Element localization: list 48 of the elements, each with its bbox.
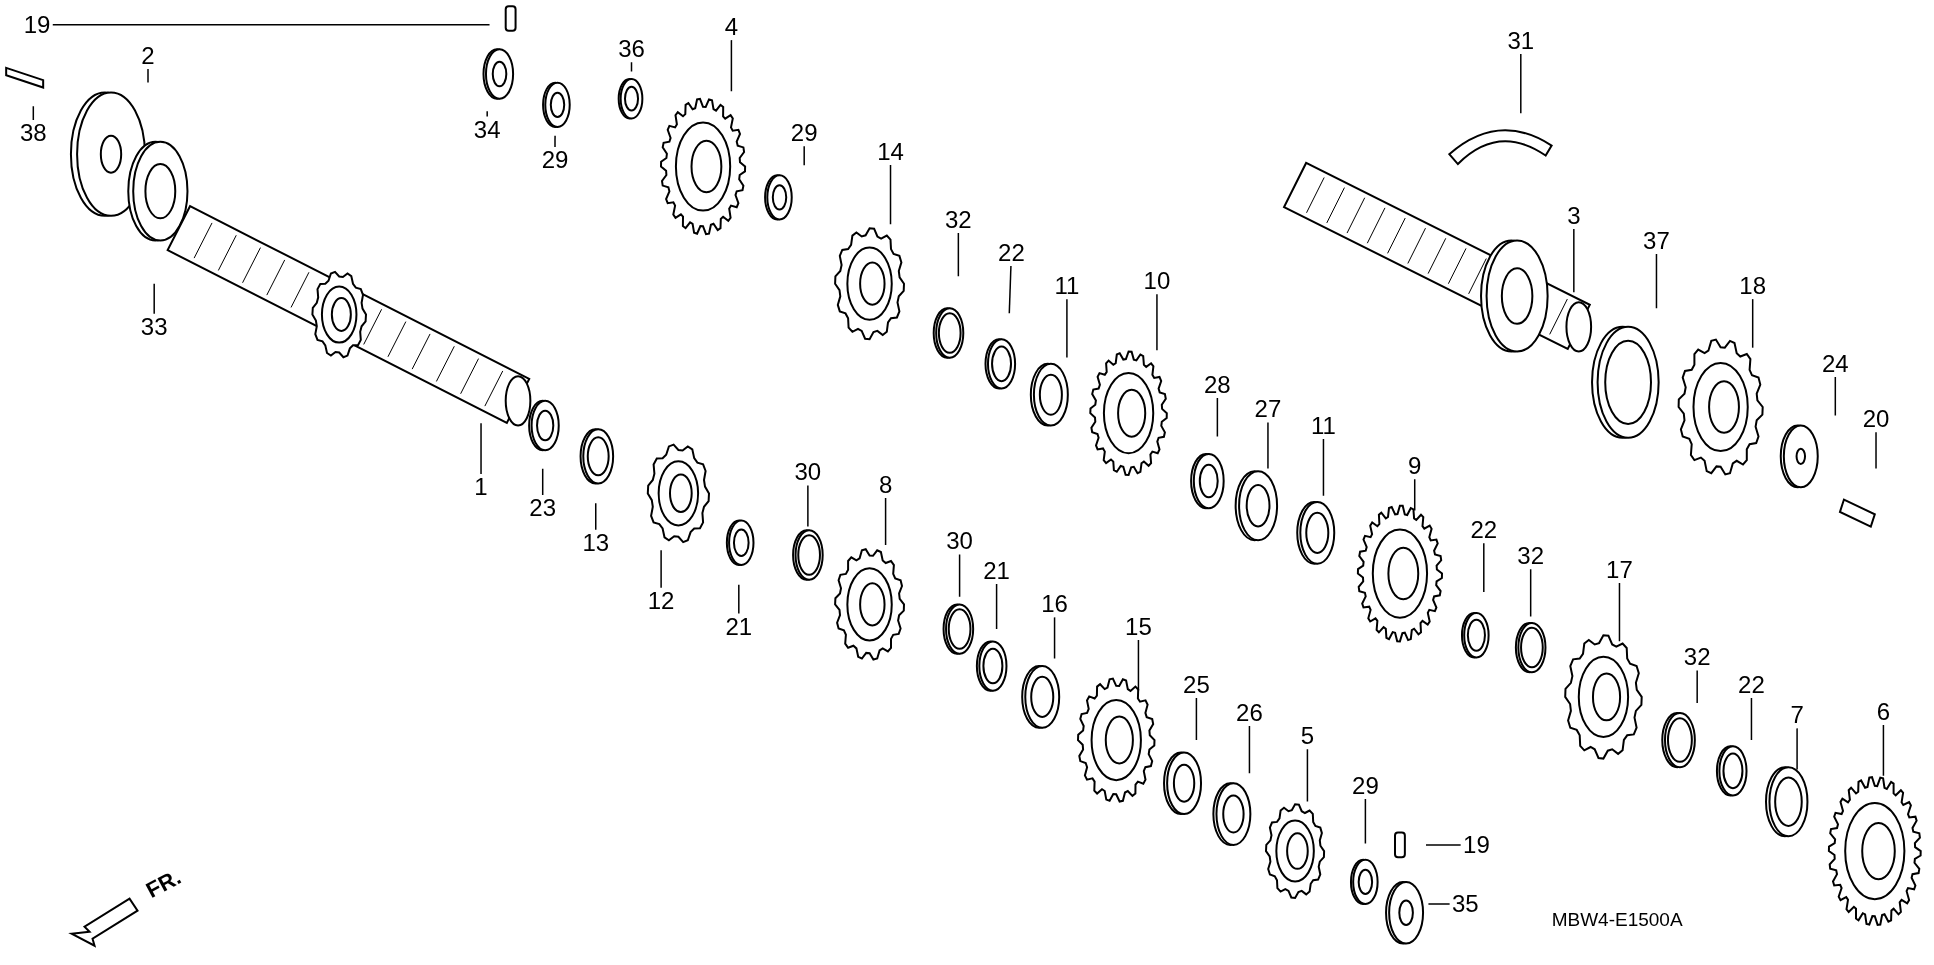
leader-line: [884, 496, 887, 546]
leader-line: [1066, 298, 1068, 359]
drawing-code: MBW4-E1500A: [1551, 909, 1683, 931]
leader-line: [1248, 725, 1251, 774]
leader-line: [1413, 478, 1416, 512]
leader-line: [1520, 52, 1522, 115]
leader-line: [889, 163, 892, 226]
leader-line: [1751, 298, 1754, 349]
leader-line: [1875, 431, 1877, 470]
leader-line: [1053, 616, 1056, 660]
leader-line: [995, 583, 998, 630]
leader-line: [1425, 844, 1462, 846]
leader-line: [541, 468, 544, 496]
leader-line: [660, 549, 662, 589]
leader-line: [1137, 638, 1140, 692]
leader-line: [147, 67, 149, 84]
leader-line: [1216, 397, 1219, 438]
leader-line: [957, 231, 960, 277]
leader-line: [554, 135, 556, 149]
leader-line: [1008, 265, 1012, 314]
leader-line: [1427, 903, 1451, 905]
leader-line: [1483, 542, 1485, 593]
leader-line: [738, 584, 740, 615]
leader-line: [730, 39, 733, 92]
leader-line: [1655, 252, 1658, 309]
leader-line: [1796, 727, 1798, 771]
direction-label: FR.: [141, 864, 185, 904]
leader-line: [595, 502, 597, 531]
leader-line: [1834, 376, 1837, 417]
leader-line: [1882, 723, 1885, 777]
leader-line: [486, 110, 488, 118]
leader-line: [1573, 228, 1575, 293]
leader-line: [803, 145, 805, 166]
leader-line: [1364, 797, 1367, 845]
leader-line: [480, 422, 482, 475]
leader-line: [1156, 293, 1158, 351]
leader-line: [958, 553, 961, 598]
leader-line: [1750, 696, 1753, 741]
leader-line: [1529, 568, 1532, 618]
leader-line: [153, 283, 155, 315]
leader-line: [1306, 748, 1309, 803]
leader-line: [1322, 437, 1325, 497]
leader-line: [807, 484, 809, 528]
leader-line: [1267, 421, 1269, 470]
leader-line: [51, 23, 491, 26]
leader-line: [1195, 696, 1198, 741]
leader-line: [1696, 669, 1698, 704]
leader-line: [1618, 582, 1621, 642]
